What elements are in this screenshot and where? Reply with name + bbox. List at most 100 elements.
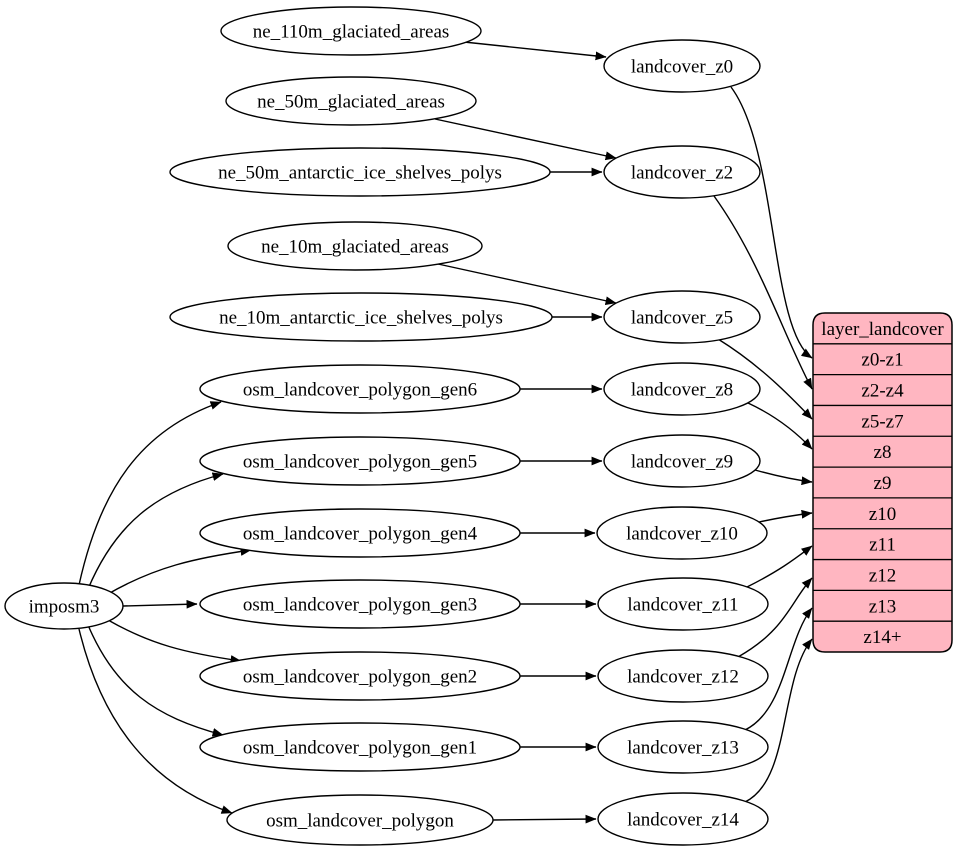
node-osm_landcover_polygon: osm_landcover_polygon xyxy=(226,794,494,846)
table-row-z9: z9 xyxy=(874,473,892,494)
node-ne_110m_glaciated_areas: ne_110m_glaciated_areas xyxy=(220,6,482,56)
node-ellipse-ne_50m_glaciated_areas xyxy=(225,76,477,126)
node-ellipse-landcover_z10 xyxy=(596,506,768,560)
node-ellipse-ne_50m_antarctic_ice_shelves_polys xyxy=(169,147,551,197)
node-ellipse-osm_landcover_polygon_gen3 xyxy=(199,579,521,629)
edge-ne_110m_glaciated_areas-to-landcover_z0 xyxy=(463,41,607,61)
node-label-ne_10m_glaciated_areas: ne_10m_glaciated_areas xyxy=(261,237,449,258)
node-label-ne_50m_antarctic_ice_shelves_polys: ne_50m_antarctic_ice_shelves_polys xyxy=(218,163,502,184)
node-osm_landcover_polygon_gen6: osm_landcover_polygon_gen6 xyxy=(199,364,521,414)
node-label-osm_landcover_polygon_gen6: osm_landcover_polygon_gen6 xyxy=(243,380,477,401)
node-label-ne_10m_antarctic_ice_shelves_polys: ne_10m_antarctic_ice_shelves_polys xyxy=(219,308,503,329)
edge-landcover_z8-to-row-z8 xyxy=(747,402,813,450)
edge-landcover_z9-to-row-z9 xyxy=(754,469,813,486)
node-ne_10m_glaciated_areas: ne_10m_glaciated_areas xyxy=(227,221,483,271)
node-label-osm_landcover_polygon_gen1: osm_landcover_polygon_gen1 xyxy=(243,738,477,759)
node-ne_10m_antarctic_ice_shelves_polys: ne_10m_antarctic_ice_shelves_polys xyxy=(169,292,553,342)
node-ellipse-ne_110m_glaciated_areas xyxy=(220,6,482,56)
node-landcover_z0: landcover_z0 xyxy=(603,39,761,93)
table-header-label: layer_landcover xyxy=(821,319,944,340)
node-osm_landcover_polygon_gen1: osm_landcover_polygon_gen1 xyxy=(199,722,521,772)
edge-imposm3-to-osm_landcover_polygon_gen5 xyxy=(87,472,224,590)
table-row-z2-z4: z2-z4 xyxy=(861,381,904,402)
node-landcover_z11: landcover_z11 xyxy=(597,577,769,631)
node-osm_landcover_polygon_gen5: osm_landcover_polygon_gen5 xyxy=(199,436,521,486)
node-label-landcover_z0: landcover_z0 xyxy=(631,57,733,78)
edge-landcover_z2-to-row-z2-z4 xyxy=(713,195,813,390)
node-landcover_z14: landcover_z14 xyxy=(597,792,769,846)
edge-imposm3-to-osm_landcover_polygon_gen3 xyxy=(122,599,198,609)
node-ellipse-landcover_z9 xyxy=(603,434,761,488)
node-label-ne_110m_glaciated_areas: ne_110m_glaciated_areas xyxy=(253,22,450,43)
edge-ne_50m_glaciated_areas-to-landcover_z2 xyxy=(434,118,617,161)
table-row-z11: z11 xyxy=(869,535,896,556)
edge-imposm3-to-osm_landcover_polygon_gen4 xyxy=(107,547,252,595)
node-ne_50m_antarctic_ice_shelves_polys: ne_50m_antarctic_ice_shelves_polys xyxy=(169,147,551,197)
node-ellipse-landcover_z11 xyxy=(597,577,769,631)
node-osm_landcover_polygon_gen4: osm_landcover_polygon_gen4 xyxy=(199,508,521,558)
table-row-z5-z7: z5-z7 xyxy=(861,411,903,432)
node-osm_landcover_polygon_gen3: osm_landcover_polygon_gen3 xyxy=(199,579,521,629)
edge-landcover_z14-to-row-z14+ xyxy=(744,638,813,803)
table-row-z0-z1: z0-z1 xyxy=(861,350,903,371)
node-label-osm_landcover_polygon_gen4: osm_landcover_polygon_gen4 xyxy=(243,524,478,545)
node-label-landcover_z8: landcover_z8 xyxy=(631,380,733,401)
edge-osm_landcover_polygon-to-landcover_z14 xyxy=(492,814,597,824)
node-landcover_z9: landcover_z9 xyxy=(603,434,761,488)
node-landcover_z5: landcover_z5 xyxy=(603,290,761,344)
table-layer_landcover: layer_landcover z0-z1 z2-z4 z5-z7 z8 z9 z10 z11… xyxy=(812,312,953,653)
table-row-z10: z10 xyxy=(869,504,896,525)
node-ellipse-ne_10m_antarctic_ice_shelves_polys xyxy=(169,292,553,342)
table-row-z14+: z14+ xyxy=(863,627,901,648)
edge-imposm3-to-osm_landcover_polygon_gen1 xyxy=(87,624,224,737)
node-label-osm_landcover_polygon_gen5: osm_landcover_polygon_gen5 xyxy=(243,452,477,473)
edge-landcover_z5-to-row-z5-z7 xyxy=(717,338,813,420)
node-ellipse-ne_10m_glaciated_areas xyxy=(227,221,483,271)
node-landcover_z13: landcover_z13 xyxy=(597,720,769,774)
edge-imposm3-to-osm_landcover_polygon xyxy=(78,628,233,814)
node-ellipse-osm_landcover_polygon_gen2 xyxy=(199,651,521,701)
node-ne_50m_glaciated_areas: ne_50m_glaciated_areas xyxy=(225,76,477,126)
table-row-z8: z8 xyxy=(874,442,892,463)
node-ellipse-landcover_z2 xyxy=(603,145,761,199)
node-ellipse-osm_landcover_polygon_gen6 xyxy=(199,364,521,414)
node-ellipse-osm_landcover_polygon_gen5 xyxy=(199,436,521,486)
edge-imposm3-to-osm_landcover_polygon_gen2 xyxy=(107,619,242,664)
node-label-landcover_z2: landcover_z2 xyxy=(631,163,733,184)
node-ellipse-landcover_z0 xyxy=(603,39,761,93)
node-ellipse-landcover_z8 xyxy=(603,362,761,416)
edge-landcover_z12-to-row-z12 xyxy=(737,577,813,658)
node-ellipse-imposm3 xyxy=(4,582,124,630)
edge-ne_10m_glaciated_areas-to-landcover_z5 xyxy=(437,263,617,306)
node-label-landcover_z5: landcover_z5 xyxy=(631,308,733,329)
node-label-landcover_z10: landcover_z10 xyxy=(626,524,738,545)
node-label-osm_landcover_polygon: osm_landcover_polygon xyxy=(266,811,454,832)
edge-imposm3-to-osm_landcover_polygon_gen6 xyxy=(78,401,222,586)
node-ellipse-landcover_z5 xyxy=(603,290,761,344)
node-label-osm_landcover_polygon_gen3: osm_landcover_polygon_gen3 xyxy=(243,595,477,616)
node-ellipse-landcover_z13 xyxy=(597,720,769,774)
edge-landcover_z0-to-row-z0-z1 xyxy=(730,86,813,359)
node-label-landcover_z14: landcover_z14 xyxy=(627,810,739,831)
node-imposm3: imposm3 xyxy=(4,582,124,630)
node-landcover_z12: landcover_z12 xyxy=(597,649,769,703)
table-outline xyxy=(812,312,953,653)
node-label-osm_landcover_polygon_gen2: osm_landcover_polygon_gen2 xyxy=(243,667,477,688)
node-ellipse-osm_landcover_polygon xyxy=(226,794,494,846)
node-label-landcover_z13: landcover_z13 xyxy=(627,738,739,759)
node-label-ne_50m_glaciated_areas: ne_50m_glaciated_areas xyxy=(257,92,445,113)
node-osm_landcover_polygon_gen2: osm_landcover_polygon_gen2 xyxy=(199,651,521,701)
table-row-z13: z13 xyxy=(869,596,896,617)
node-landcover_z8: landcover_z8 xyxy=(603,362,761,416)
node-label-landcover_z11: landcover_z11 xyxy=(627,595,738,616)
node-ellipse-osm_landcover_polygon_gen4 xyxy=(199,508,521,558)
nodes-layer: imposm3 ne_110m_glaciated_areas ne_50m_gla… xyxy=(4,6,769,846)
node-ellipse-landcover_z14 xyxy=(597,792,769,846)
table-row-z12: z12 xyxy=(869,565,896,586)
node-ellipse-landcover_z12 xyxy=(597,649,769,703)
node-ellipse-osm_landcover_polygon_gen1 xyxy=(199,722,521,772)
edge-landcover_z13-to-row-z13 xyxy=(744,607,813,731)
node-landcover_z2: landcover_z2 xyxy=(603,145,761,199)
